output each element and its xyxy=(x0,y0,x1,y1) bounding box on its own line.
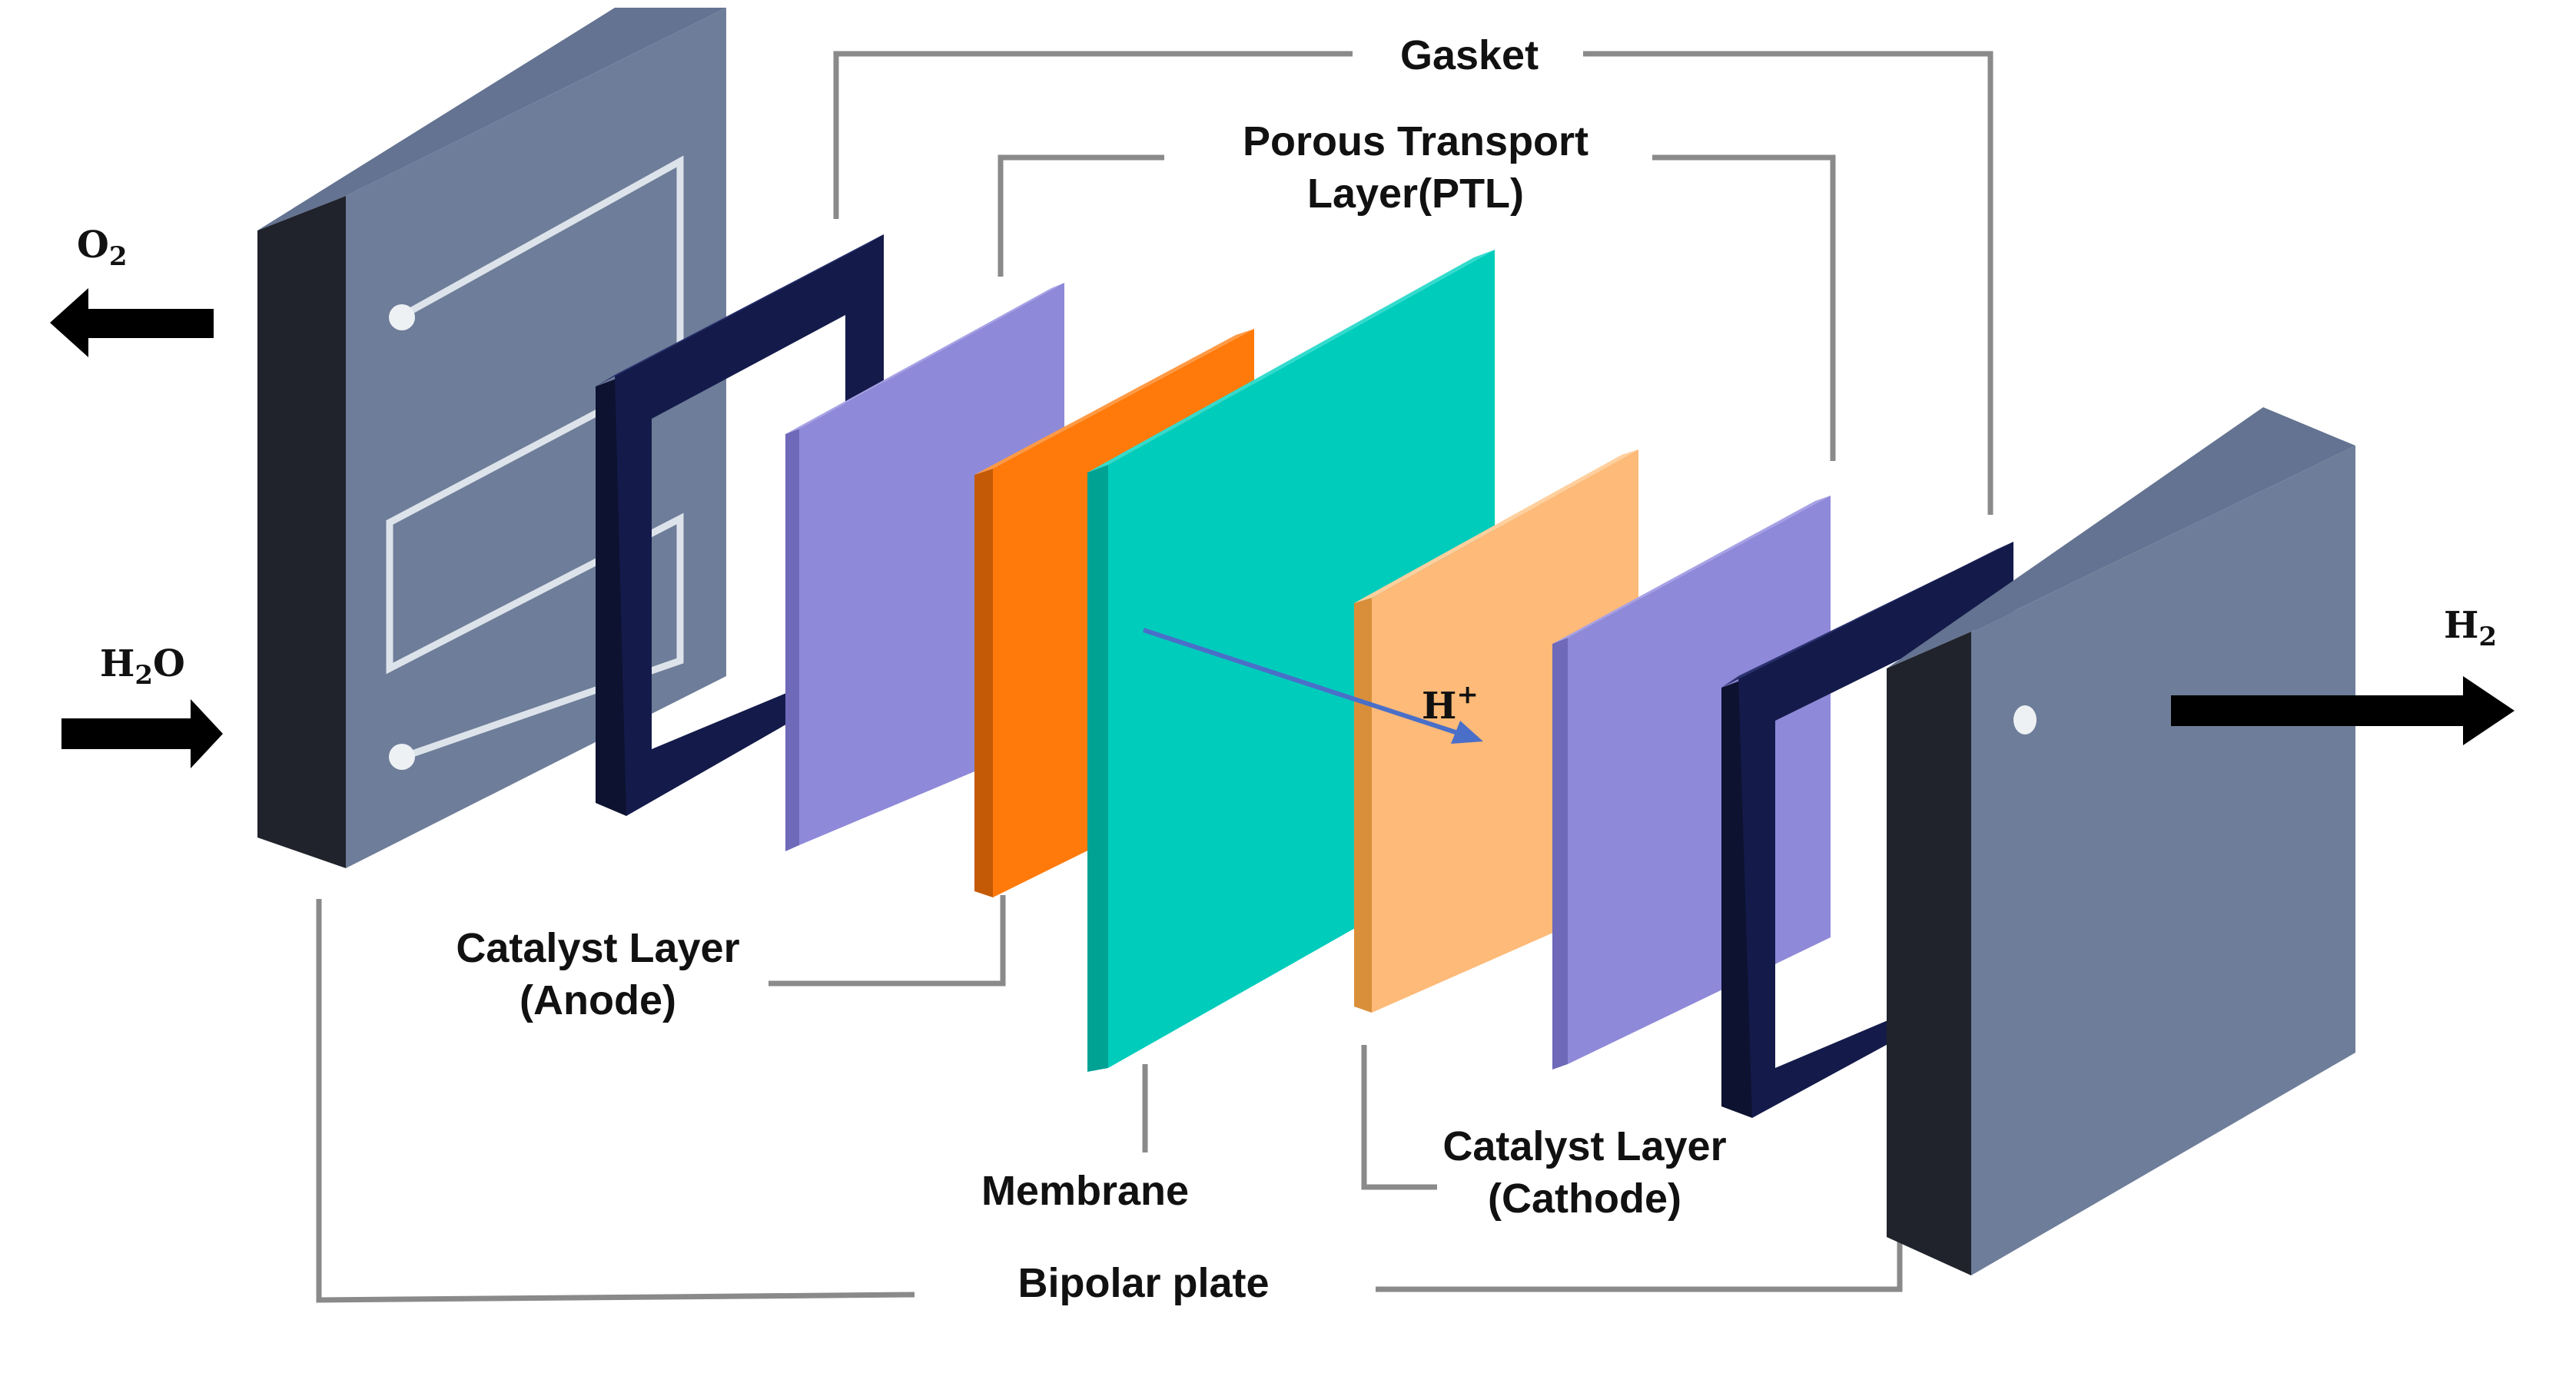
catalyst-cathode-top xyxy=(1354,449,1638,603)
ptl-edge xyxy=(1552,638,1568,1070)
gasket-anode xyxy=(596,234,884,816)
gasket-cathode xyxy=(1721,542,2013,1118)
ptl-top xyxy=(1552,496,1831,644)
gasket-label: Gasket xyxy=(1400,32,1539,78)
catalyst-anode-leader xyxy=(768,895,1006,987)
plate-top xyxy=(257,8,726,230)
leader-lines xyxy=(316,51,1993,1303)
port-top xyxy=(389,304,415,330)
membrane-edge xyxy=(1087,465,1108,1072)
plate-top xyxy=(1887,407,2355,668)
h2-outlet-arrow-icon xyxy=(2171,676,2515,745)
plate-face xyxy=(1971,446,2355,1275)
port xyxy=(2013,705,2037,735)
ptl-leader xyxy=(998,154,1836,461)
plate-side xyxy=(257,196,346,868)
flow-channel xyxy=(386,155,684,761)
gasket-leader xyxy=(833,51,1993,515)
gasket-frame xyxy=(615,234,884,816)
membrane-top xyxy=(1087,250,1495,473)
membrane-label: Membrane xyxy=(981,1168,1189,1214)
h2o-inlet-arrow-icon xyxy=(61,699,223,768)
plate-face xyxy=(346,8,726,868)
ptl-edge xyxy=(785,429,799,851)
ptl-label-line2: Layer(PTL) xyxy=(1307,171,1524,217)
h2o-label: H2O xyxy=(100,642,185,691)
bipolar-plate-label: Bipolar plate xyxy=(1017,1260,1269,1306)
bipolar-plate-cathode xyxy=(1887,407,2355,1275)
plate-side xyxy=(1887,632,1971,1275)
ptl-top xyxy=(785,283,1064,434)
ptl-label-line1: Porous Transport xyxy=(1243,118,1588,164)
o2-outlet-arrow-icon xyxy=(50,288,214,357)
catalyst-cathode-label-line2: (Cathode) xyxy=(1488,1176,1681,1222)
catalyst-cathode-leader xyxy=(1361,1045,1437,1190)
catalyst-cathode-edge xyxy=(1354,598,1372,1013)
bipolar-plate-anode xyxy=(257,8,726,868)
gasket-frame-top xyxy=(596,234,884,386)
catalyst-anode-label-line2: (Anode) xyxy=(520,977,676,1023)
h2-label: H2 xyxy=(2444,604,2497,652)
catalyst-anode-label-line1: Catalyst Layer xyxy=(456,925,739,971)
bipolar-plate-leader xyxy=(316,899,1903,1303)
catalyst-cathode-label-line1: Catalyst Layer xyxy=(1442,1123,1726,1169)
port-bottom xyxy=(389,744,415,770)
catalyst-anode-top xyxy=(974,329,1254,475)
proton-label: H+ xyxy=(1422,679,1479,728)
proton-arrow-icon xyxy=(1143,628,1483,744)
o2-label: O2 xyxy=(77,224,127,272)
catalyst-anode-edge xyxy=(974,469,993,897)
gasket-frame xyxy=(1738,542,2013,1118)
